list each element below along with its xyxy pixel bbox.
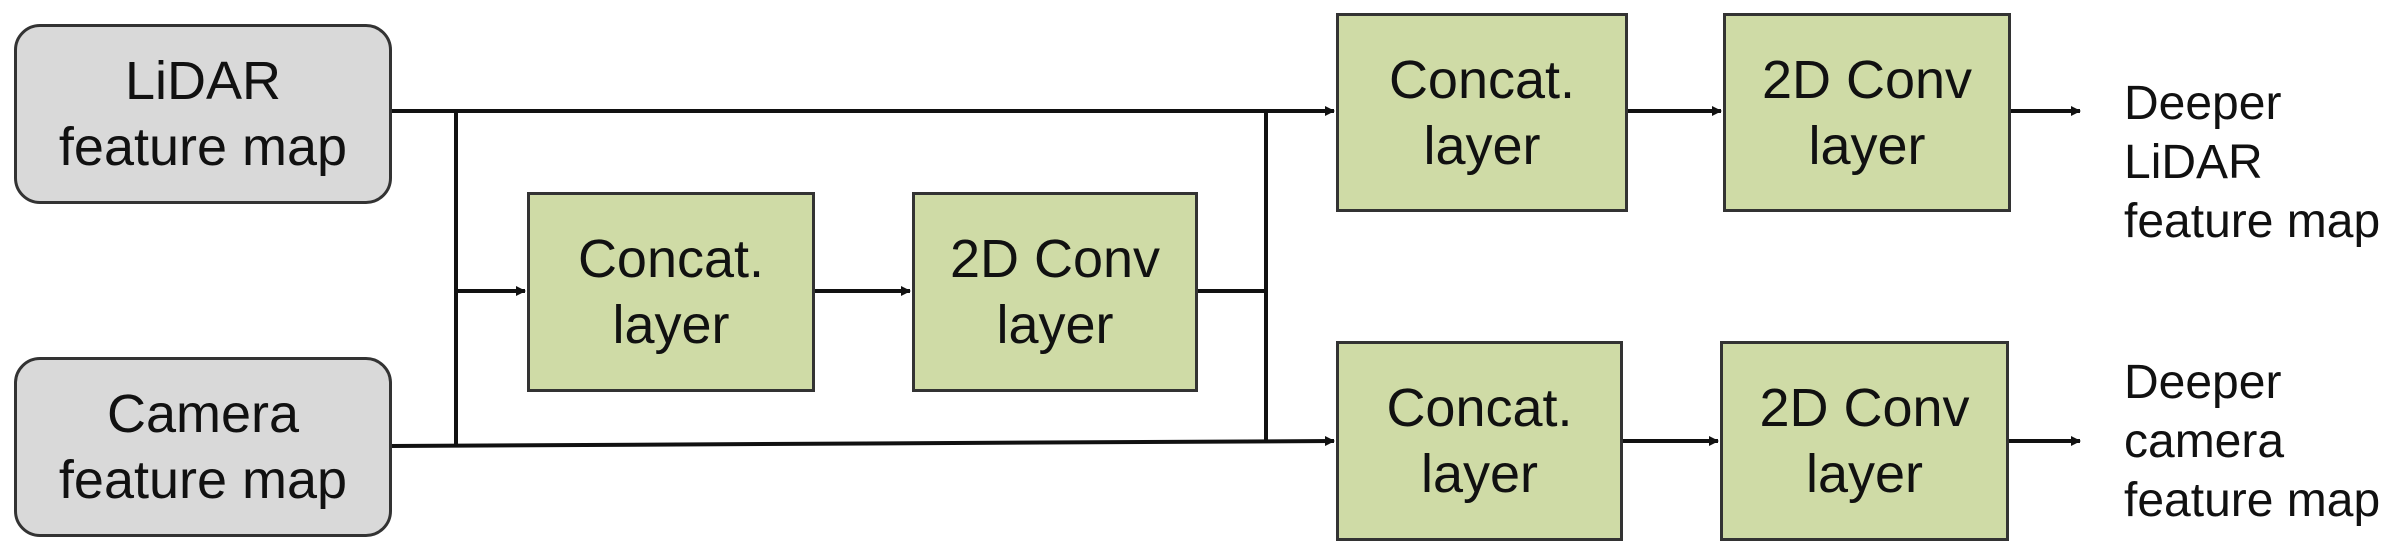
deeper-lidar-feature-map-label: Deeper LiDAR feature map [2124,74,2380,251]
lidar-output-line2: LiDAR [2124,136,2263,189]
lidar-concat-line2: layer [1423,115,1541,176]
lidar-input-line1: LiDAR [124,51,282,111]
camera-output-line3: feature map [2124,474,2381,527]
camera-conv-line2: layer [1805,444,1924,504]
deeper-camera-feature-map-label: Deeper camera feature map [2124,353,2380,530]
fusion-concat-line2: layer [612,295,730,355]
camera-concat-line2: layer [1420,444,1539,504]
fusion-concat-layer-box: Concat. layer [527,192,815,392]
camera-conv-line1: 2D Conv [1759,378,1970,438]
lidar-output-line1: Deeper [2124,77,2282,130]
camera-to-concat-arrow [389,436,1335,448]
fusion-conv-line1: 2D Conv [949,229,1161,289]
lidar-conv-layer-box: 2D Conv layer [1723,13,2011,212]
lidar-feature-map-box: LiDAR feature map [14,24,392,204]
lidar-output-line3: feature map [2124,195,2381,248]
camera-concat-layer-box: Concat. layer [1336,341,1623,541]
camera-conv-layer-box: 2D Conv layer [1720,341,2009,541]
fusion-concat-line1: Concat. [577,229,765,289]
camera-feature-map-box: Camera feature map [14,357,392,537]
camera-concat-line1: Concat. [1386,378,1573,438]
lidar-conv-line1: 2D Conv [1761,49,1973,110]
fusion-conv-layer-box: 2D Conv layer [912,192,1198,392]
camera-output-line1: Deeper [2124,356,2282,409]
lidar-conv-line2: layer [1808,115,1926,176]
camera-input-line1: Camera [106,384,300,444]
camera-input-line2: feature map [58,450,348,510]
lidar-concat-line1: Concat. [1388,49,1576,110]
lidar-concat-layer-box: Concat. layer [1336,13,1628,212]
fusion-conv-line2: layer [996,295,1114,355]
lidar-input-line2: feature map [58,117,348,177]
camera-output-line2: camera [2124,415,2285,468]
